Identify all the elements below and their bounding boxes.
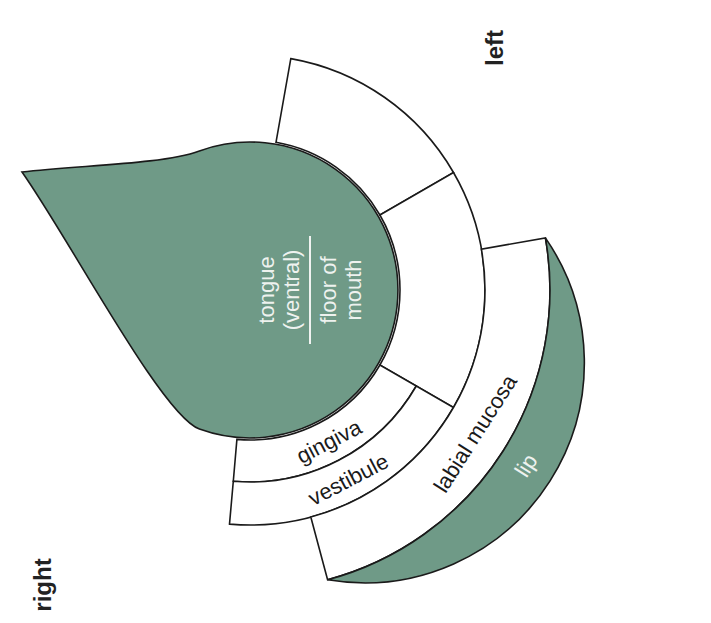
lip-crescent: lip [325, 235, 586, 584]
shape-path [328, 238, 585, 583]
region-label: tongue (ventral) [254, 234, 304, 346]
divider-line [309, 236, 311, 344]
side-label: right [28, 558, 56, 611]
tongue-floor-region: tongue (ventral)floor of mouth [20, 140, 400, 441]
shape-path [311, 238, 550, 580]
shape-path [22, 142, 398, 438]
shape-outline [325, 235, 586, 584]
region-label: floor of mouth [316, 234, 366, 346]
text-holder: tongue (ventral)floor of mouth [254, 234, 366, 346]
side-label: left [481, 30, 509, 66]
